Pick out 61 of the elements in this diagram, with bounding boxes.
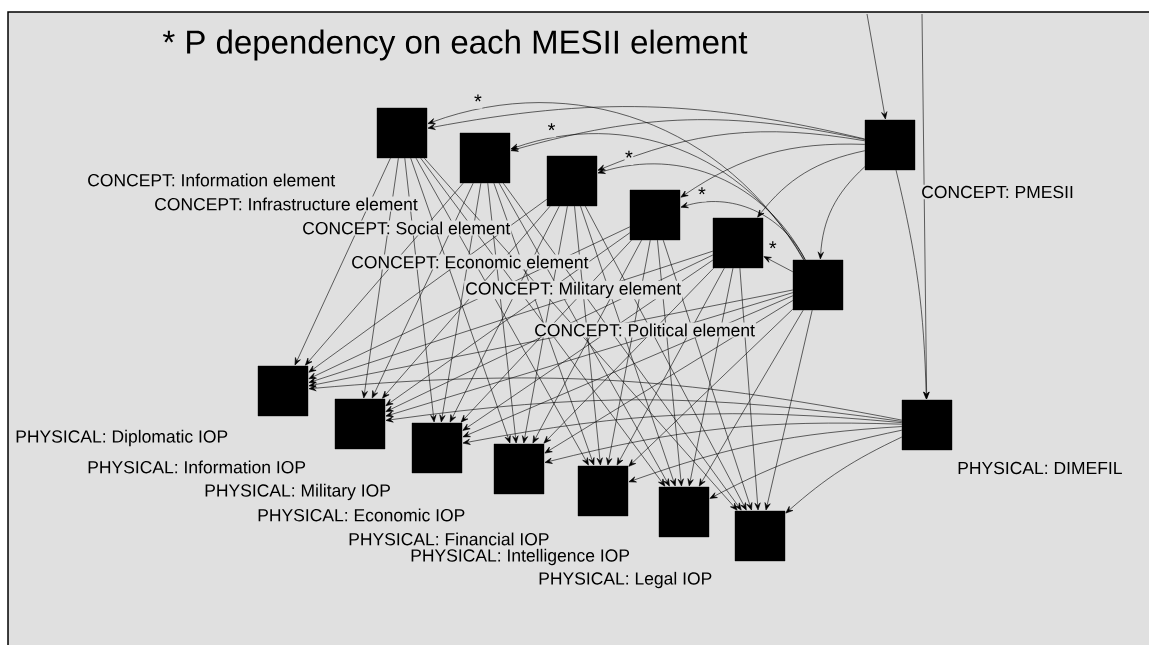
square-node: [629, 189, 681, 241]
arrow: [410, 157, 511, 444]
arrow: [866, 13, 888, 120]
square-node: [712, 217, 764, 269]
title: * P dependency on each MESII element: [162, 29, 748, 61]
arrow: [308, 199, 548, 373]
arrow: [385, 399, 903, 423]
arrow: [687, 267, 734, 487]
arrow: [785, 436, 903, 514]
arrow: [544, 422, 903, 464]
square-node: [658, 486, 710, 538]
arrow: [698, 309, 804, 487]
square-node: [334, 398, 386, 450]
edge-label: *: [625, 150, 633, 158]
arrow: [921, 13, 930, 400]
arrow: [510, 133, 805, 261]
square-node: [257, 365, 309, 417]
arrow: [628, 308, 794, 467]
arrow: [628, 426, 903, 483]
arrow: [757, 150, 866, 218]
square-node: [546, 155, 598, 207]
edge-label: *: [769, 241, 777, 249]
arrow: [895, 169, 930, 400]
arrow: [502, 182, 742, 511]
arrow: [763, 256, 794, 273]
arrow: [764, 309, 813, 511]
arrow: [427, 102, 804, 261]
arrow: [308, 377, 903, 421]
square-node: [459, 132, 511, 184]
arrow: [680, 143, 866, 198]
arrow: [817, 166, 866, 260]
arrow: [597, 131, 866, 171]
arrow: [616, 267, 725, 466]
arrow: [427, 106, 866, 140]
arrow: [439, 182, 482, 423]
arrow: [462, 413, 903, 445]
arrow: [371, 182, 474, 399]
square-node: [493, 443, 545, 495]
arrow: [510, 119, 866, 152]
square-node: [577, 465, 629, 517]
edge-label: *: [698, 187, 706, 195]
arrow: [709, 429, 903, 499]
arrow: [294, 157, 391, 366]
arrow: [585, 205, 747, 511]
arrow: [385, 292, 794, 417]
arrow: [739, 267, 761, 511]
square-node: [864, 119, 916, 171]
square-node: [734, 510, 786, 562]
arrow: [580, 205, 676, 487]
edge-label: *: [474, 94, 482, 102]
square-node: [901, 399, 953, 451]
square-node: [792, 259, 844, 311]
arrow: [543, 267, 714, 444]
arrow: [662, 239, 753, 511]
arrow: [597, 163, 806, 261]
square-node: [376, 107, 428, 159]
square-node: [411, 422, 463, 474]
edge-label: *: [547, 123, 556, 131]
arrow: [462, 295, 794, 438]
arrow: [657, 239, 684, 487]
arrow: [544, 300, 794, 454]
